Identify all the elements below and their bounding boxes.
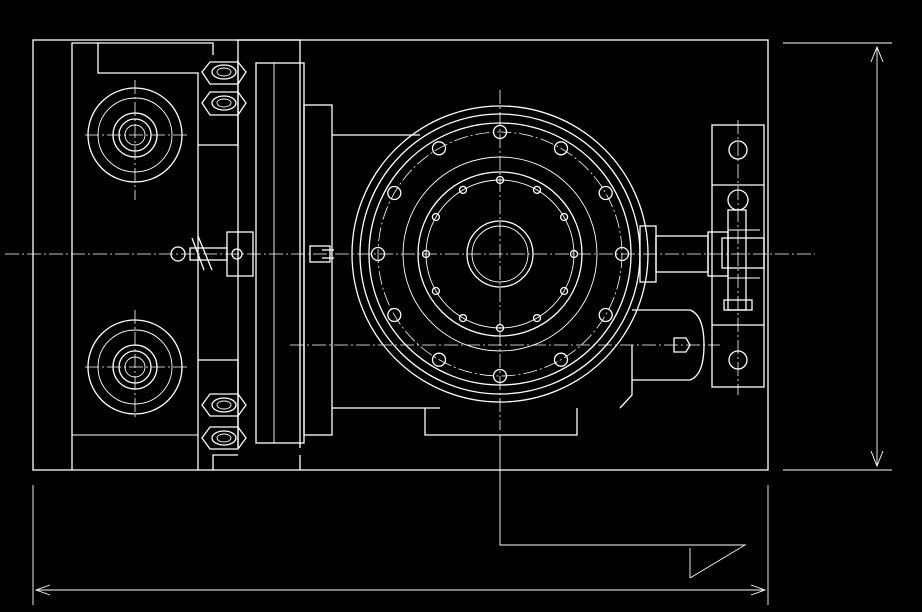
bolt-hole-outer <box>431 352 447 367</box>
bolt-hole-inner <box>532 185 542 195</box>
base-plate <box>32 39 769 471</box>
hex-nut-lower-1 <box>201 393 247 417</box>
bolt-hole-outer <box>492 368 508 384</box>
bolt-hole-inner <box>431 286 441 296</box>
bolt-hole-outer <box>492 124 508 140</box>
bolt-hole-inner <box>559 212 569 222</box>
dimension-height <box>783 42 892 471</box>
bolt-hole-outer <box>370 246 386 262</box>
bolt-hole-outer <box>387 307 402 323</box>
bolt-hole-outer <box>614 246 630 262</box>
bolt-hole-inner <box>495 175 505 185</box>
hex-nut-upper-2 <box>201 91 247 116</box>
bolt-hole-outer <box>431 141 447 156</box>
bolt-hole-outer <box>553 352 569 367</box>
bolt-hole-inner <box>495 323 505 333</box>
left-upper-bearing <box>87 87 183 183</box>
hex-nut-upper-1 <box>201 61 247 85</box>
section-arrow <box>499 435 747 579</box>
centerlines <box>5 80 815 430</box>
bolt-hole-outer <box>598 307 613 323</box>
hex-nut-lower-2 <box>201 426 247 450</box>
bolt-hole-inner <box>532 313 542 323</box>
bolt-hole-inner <box>458 313 468 323</box>
left-lower-bearing <box>87 319 183 415</box>
index-plunger <box>170 231 254 277</box>
bolt-hole-outer <box>553 141 569 156</box>
bolt-hole-outer <box>387 185 402 201</box>
bolt-hole-inner <box>569 249 579 259</box>
inner-bolt-holes <box>421 175 579 333</box>
bolt-hole-outer <box>598 185 613 201</box>
right-bracket <box>711 124 765 388</box>
rotary-table <box>351 105 649 403</box>
bolt-hole-inner <box>421 249 431 259</box>
bolt-hole-inner <box>559 286 569 296</box>
outer-bolt-holes <box>370 124 630 384</box>
bolt-hole-inner <box>431 212 441 222</box>
vertical-clamp-plate <box>212 39 440 470</box>
bolt-hole-inner <box>458 185 468 195</box>
dimension-width <box>32 485 769 605</box>
